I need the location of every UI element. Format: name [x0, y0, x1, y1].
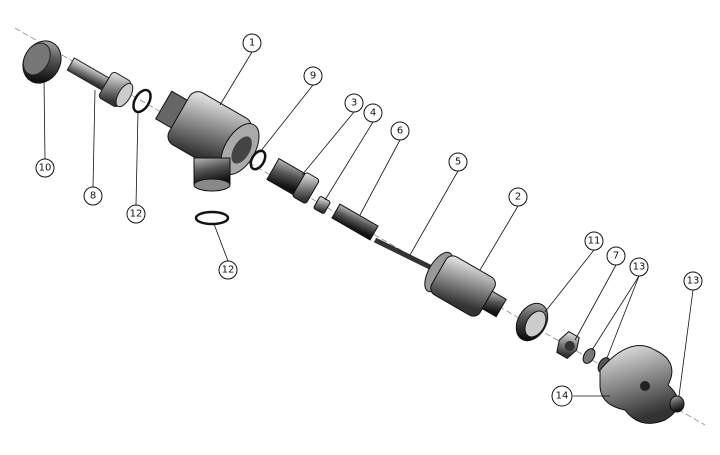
part-handwheel — [599, 345, 679, 424]
callout-13b: 13 — [683, 271, 703, 291]
callout-8: 8 — [83, 186, 103, 206]
part-hose-tail — [66, 57, 134, 108]
callout-13a: 13 — [629, 257, 649, 277]
part-hex-nut — [556, 330, 580, 360]
svg-text:1: 1 — [249, 38, 255, 49]
callout-12a: 12 — [126, 204, 146, 224]
part-cap-nut — [669, 395, 685, 413]
svg-text:4: 4 — [370, 108, 376, 119]
part-spindle — [373, 237, 442, 275]
leader-lines — [43, 51, 694, 397]
callout-14: 14 — [551, 385, 573, 407]
svg-text:2: 2 — [515, 192, 521, 203]
part-disc — [313, 196, 331, 214]
callout-12b: 12 — [218, 260, 238, 280]
part-valve-seat — [266, 157, 320, 204]
svg-text:7: 7 — [613, 251, 619, 262]
svg-text:3: 3 — [351, 98, 357, 109]
svg-text:12: 12 — [222, 265, 235, 276]
svg-text:5: 5 — [455, 157, 461, 168]
part-gland-nut — [515, 302, 549, 342]
part-union-nut — [22, 40, 62, 84]
svg-text:13: 13 — [633, 262, 646, 273]
callout-2: 2 — [508, 187, 528, 207]
svg-text:11: 11 — [588, 236, 601, 247]
callout-11: 11 — [584, 231, 604, 251]
callout-10: 10 — [35, 158, 55, 178]
svg-text:14: 14 — [556, 391, 569, 402]
part-bonnet — [424, 251, 507, 318]
svg-text:6: 6 — [397, 126, 403, 137]
callout-5: 5 — [448, 152, 468, 172]
part-washer — [249, 149, 267, 171]
part-o-ring — [132, 88, 152, 114]
part-washer-13a — [582, 348, 596, 364]
svg-text:13: 13 — [687, 276, 700, 287]
callout-9: 9 — [303, 66, 323, 86]
callout-6: 6 — [390, 121, 410, 141]
callout-1: 1 — [242, 33, 262, 53]
svg-text:8: 8 — [90, 191, 96, 202]
callout-3: 3 — [344, 93, 364, 113]
svg-text:10: 10 — [39, 163, 52, 174]
svg-text:12: 12 — [130, 209, 143, 220]
svg-text:9: 9 — [310, 71, 316, 82]
callout-7: 7 — [606, 246, 626, 266]
callout-4: 4 — [363, 103, 383, 123]
part-o-ring-lower — [194, 210, 230, 226]
part-valve-body — [155, 90, 260, 192]
part-spring — [331, 203, 379, 241]
